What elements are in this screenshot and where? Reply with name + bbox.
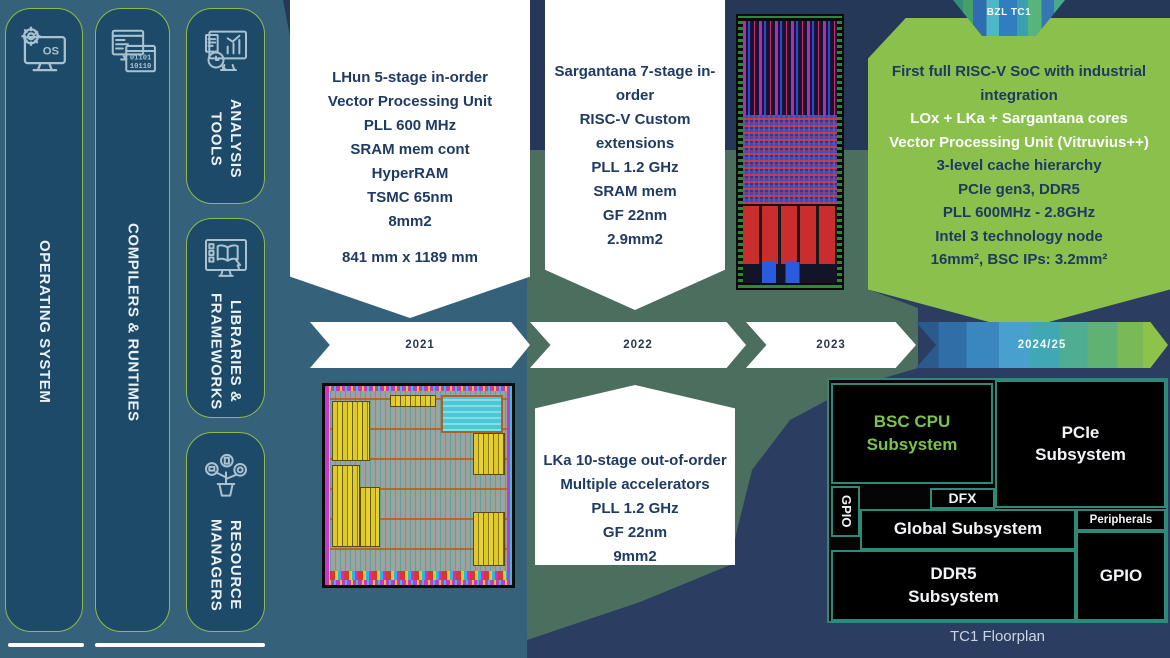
die-noise-region — [743, 115, 837, 205]
callout-line: 2.9mm2 — [607, 231, 663, 248]
die-sram-block — [332, 465, 360, 547]
callout-line: Intel 3 technology node — [935, 227, 1103, 245]
svg-text:01101: 01101 — [129, 54, 150, 62]
timeline-arrow-2021: 2021 — [310, 322, 530, 368]
resource-pot-icon — [204, 453, 247, 497]
pill-operating-system: OS OPERATING SYSTEM — [5, 8, 83, 632]
pill-analysis-tools: ANALYSIS TOOLS — [186, 8, 265, 204]
block-label: GPIO — [838, 495, 854, 528]
pill-label-analysis-tools: ANALYSIS TOOLS — [207, 99, 245, 179]
callout-line: TSMC 65nm — [367, 189, 453, 206]
timeline-arrow-2023: 2023 — [746, 322, 916, 368]
die-logic-streaks — [743, 21, 837, 116]
floorplan-caption: TC1 Floorplan — [949, 628, 1046, 645]
callout-line: 3-level cache hierarchy — [936, 157, 1102, 174]
die-pad-row — [330, 571, 507, 580]
ribbon-label: BZL TC1 — [986, 7, 1032, 18]
callout-line: SRAM mem — [593, 183, 677, 200]
callout-line: PLL 1.2 GHz — [591, 159, 679, 176]
floorplan-block-bsc-cpu: BSC CPU Subsystem — [831, 383, 993, 484]
callout-sargantana: Sargantana 7-stage in-order RISC-V Custo… — [545, 0, 725, 310]
callout-line: PLL 600 MHz — [363, 117, 457, 134]
floorplan-block-gpio-left: GPIO — [831, 486, 860, 537]
callout-dimensions: 841 mm x 1189 mm — [342, 249, 478, 266]
chip-die-photo-sargantana — [736, 14, 844, 290]
callout-line: LHun 5-stage in-order — [332, 69, 488, 86]
timeline-arrow-2022: 2022 — [530, 322, 746, 368]
callout-line: Multiple accelerators — [560, 476, 710, 493]
block-label: DDR5 Subsystem — [908, 564, 999, 606]
block-label: PCIe Subsystem — [1035, 422, 1126, 464]
year-label: 2023 — [816, 339, 846, 351]
callout-line: PCIe gen3, DDR5 — [958, 180, 1080, 198]
pill-resource-managers: RESOURCE MANAGERS — [186, 432, 265, 632]
year-label: 2024/25 — [1017, 339, 1067, 351]
pill-label-compilers-runtimes: COMPILERS & RUNTIMES — [124, 222, 142, 422]
block-label: GPIO — [1099, 565, 1143, 585]
die-sram-block — [473, 433, 505, 475]
callout-line: First full RISC-V SoC with industrial in… — [891, 63, 1147, 104]
callout-line: GF 22nm — [602, 207, 668, 224]
callout-line: Vector Processing Unit (Vitruvius++) — [889, 133, 1149, 151]
die-core — [330, 391, 507, 580]
floorplan-block-global: Global Subsystem — [860, 509, 1076, 550]
code-windows-icon: 01101 10110 — [111, 29, 156, 73]
die-sram-block — [360, 487, 380, 547]
callout-line: RISC-V Custom extensions — [579, 111, 691, 152]
underline-bar-left — [8, 643, 84, 647]
die-core — [743, 21, 837, 283]
callout-line: 9mm2 — [613, 548, 657, 565]
callout-line: GF 22nm — [602, 524, 668, 541]
callout-line: 16mm², BSC IPs: 3.2mm² — [930, 251, 1108, 268]
callout-line: PLL 600MHz - 2.8GHz — [942, 204, 1096, 221]
svg-text:OS: OS — [43, 45, 60, 57]
pill-label-resource-managers: RESOURCE MANAGERS — [207, 518, 245, 612]
pill-libraries-frameworks: LIBRARIES & FRAMEWORKS — [186, 218, 265, 418]
floorplan-block-peripherals: Peripherals — [1076, 509, 1166, 531]
callout-lhun: LHun 5-stage in-order Vector Processing … — [290, 0, 530, 318]
floorplan-block-dfx: DFX — [930, 488, 995, 509]
chip-die-photo-lka — [322, 383, 515, 588]
os-monitor-icon: OS — [21, 26, 66, 72]
die-sram-block — [390, 395, 436, 407]
die-sram-block — [473, 512, 505, 566]
floorplan-block-pcie: PCIe Subsystem — [995, 380, 1166, 508]
floorplan-block-gpio-right: GPIO — [1076, 531, 1166, 621]
year-label: 2021 — [405, 339, 435, 351]
callout-line: Sargantana 7-stage in-order — [554, 63, 716, 104]
timeline-arrow-2024-25: 2024/25 — [916, 322, 1168, 368]
callout-line: PLL 1.2 GHz — [591, 500, 679, 517]
tc1-floorplan: BSC CPU Subsystem PCIe Subsystem GPIO DF… — [827, 378, 1168, 623]
pill-compilers-runtimes: 01101 10110 COMPILERS & RUNTIMES — [95, 8, 170, 632]
analysis-chart-magnifier-icon — [204, 30, 247, 71]
year-label: 2022 — [623, 339, 653, 351]
pill-label-operating-system: OPERATING SYSTEM — [35, 240, 53, 404]
block-label: Peripherals — [1089, 513, 1153, 526]
callout-line: LKa 10-stage out-of-order — [543, 452, 727, 469]
callout-lka: LKa 10-stage out-of-order Multiple accel… — [535, 385, 735, 565]
block-label: BSC CPU Subsystem — [866, 412, 958, 454]
die-bottom-blocks — [743, 262, 837, 283]
block-label: DFX — [948, 490, 977, 507]
callout-line: LOx + LKa + Sargantana cores — [910, 110, 1128, 127]
die-sram-block — [332, 401, 370, 461]
callout-soc-tc1: First full RISC-V SoC with industrial in… — [868, 18, 1170, 330]
svg-text:10110: 10110 — [129, 63, 150, 71]
die-io-block — [441, 395, 503, 433]
callout-line: 8mm2 — [388, 213, 432, 230]
callout-line: SRAM mem cont — [350, 141, 470, 158]
pill-label-libraries-frameworks: LIBRARIES & FRAMEWORKS — [207, 292, 245, 410]
floorplan-block-ddr5: DDR5 Subsystem — [831, 550, 1076, 621]
block-label: Global Subsystem — [893, 519, 1043, 539]
callout-line: HyperRAM — [371, 165, 449, 182]
callout-line: Vector Processing Unit — [327, 93, 493, 110]
underline-bar-right — [95, 643, 265, 647]
die-red-blocks — [743, 204, 837, 265]
book-monitor-icon — [204, 239, 247, 277]
